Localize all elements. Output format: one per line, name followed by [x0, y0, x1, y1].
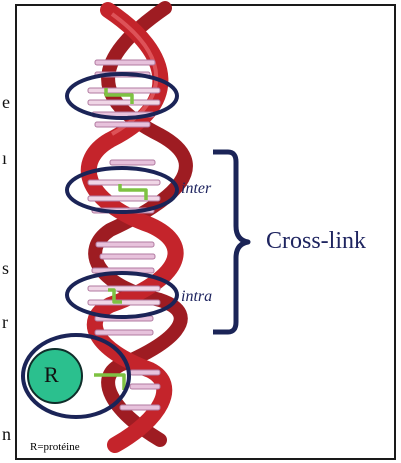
crosslinks — [94, 88, 148, 390]
protein-label: R — [44, 362, 59, 387]
left-fragment-2: ı — [2, 148, 8, 168]
cross-link-brace — [213, 149, 251, 335]
protein-circle — [27, 348, 83, 404]
ellipse-protein — [21, 333, 131, 419]
label-cross-link: Cross-link — [266, 228, 367, 254]
caption-protein: R=protéine — [30, 441, 80, 453]
ellipse-intra — [65, 271, 179, 319]
crosslink-intra — [108, 288, 122, 304]
label-inter: inter — [181, 180, 212, 197]
highlight-ellipses — [21, 72, 179, 419]
crosslink-inter — [118, 184, 148, 200]
label-intra: intra — [181, 288, 213, 305]
helix-strand-back — [88, 1, 193, 447]
ellipse-inter — [65, 166, 179, 214]
left-fragment-1: e — [2, 92, 10, 112]
ellipse-top — [65, 72, 179, 120]
left-fragment-4: r — [2, 312, 8, 332]
left-fragment-5: n — [2, 424, 11, 444]
crosslink-protein — [94, 373, 126, 390]
left-fragment-3: s — [2, 258, 10, 278]
crosslink-top — [104, 88, 134, 104]
